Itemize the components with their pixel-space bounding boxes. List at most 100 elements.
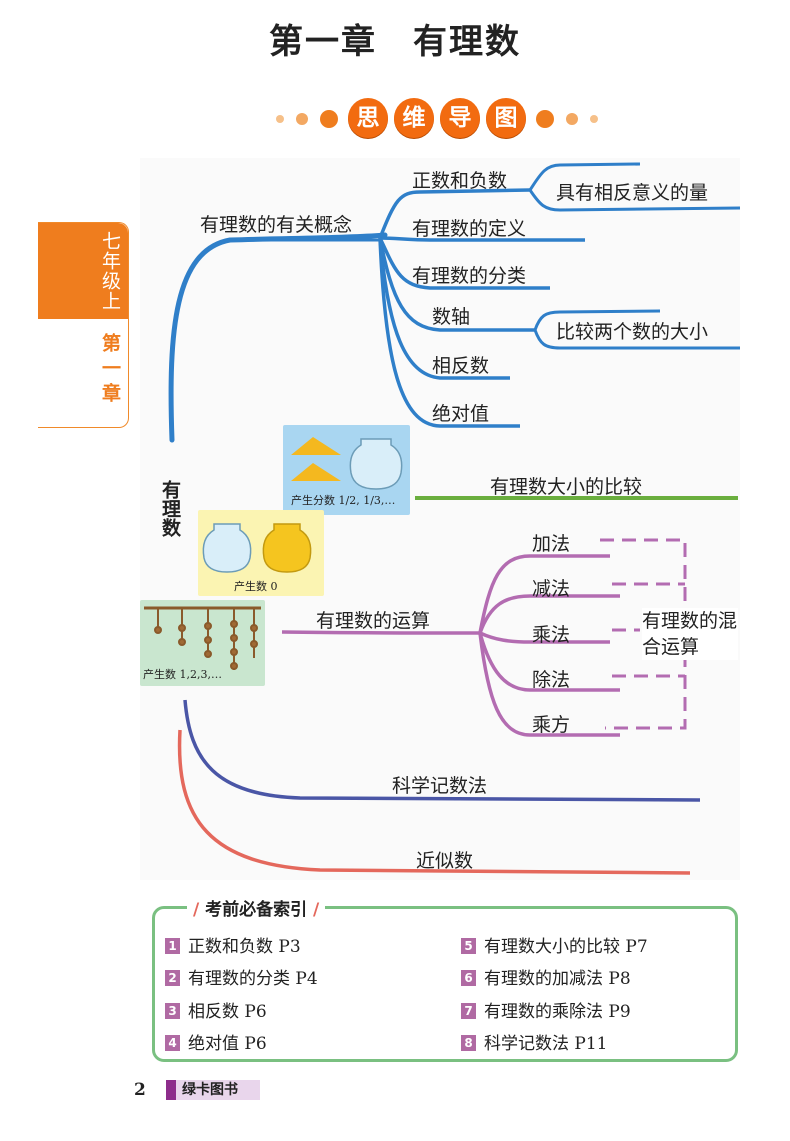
chapter-text: 第一章: [98, 333, 121, 408]
branch-ops: [281, 630, 481, 635]
natural-caption: 产生数 1,2,3,…: [143, 668, 222, 681]
grade-label: 七年级上: [94, 231, 124, 316]
zero-illustration: 产生数 0: [198, 510, 324, 596]
fraction-half: 1/2: [338, 494, 357, 507]
index-item-text: 正数和负数 P3: [188, 937, 301, 957]
index-number-badge: 1: [165, 938, 180, 954]
index-item-text: 有理数的加减法 P8: [484, 969, 631, 989]
index-number-badge: 4: [165, 1035, 180, 1051]
branch-note2-top: [533, 309, 661, 331]
fraction-illustration: 产生分数 1/2, 1/3,…: [283, 425, 410, 515]
label-number-axis: 数轴: [432, 306, 471, 328]
index-number-badge: 3: [165, 1003, 180, 1019]
fraction-caption-text: 产生分数: [291, 494, 335, 507]
banner-dot: [566, 113, 578, 125]
chapter-side-tab: 七年级上 第一章: [38, 222, 129, 428]
banner-dot: [276, 115, 284, 123]
branch-approx: [177, 729, 691, 875]
index-number-badge: 2: [165, 970, 180, 986]
label-classify: 有理数的分类: [412, 265, 527, 287]
mindmap-banner: 思 维 导 图: [270, 98, 615, 140]
label-compare-size: 比较两个数的大小: [556, 321, 709, 343]
branch-note1-top: [528, 162, 641, 191]
branch-axis: [378, 237, 535, 332]
banner-dot: [536, 110, 554, 128]
banner-dot: [590, 115, 598, 123]
slash-icon: /: [307, 900, 320, 920]
index-item: 8 科学记数法 P11: [461, 1029, 607, 1054]
index-number-badge: 7: [461, 1003, 476, 1019]
label-ops: 有理数的运算: [316, 610, 431, 632]
fraction-caption: 产生分数 1/2, 1/3,…: [291, 494, 396, 507]
index-item-text: 有理数大小的比较 P7: [484, 937, 648, 957]
branch-concepts: [168, 232, 388, 443]
publisher-brand: 绿卡图书: [166, 1080, 260, 1100]
label-opposite: 相反数: [432, 355, 490, 377]
branch-note2-bottom: [533, 329, 740, 350]
branch-pow: [478, 632, 620, 737]
index-item: 7 有理数的乘除法 P9: [461, 997, 631, 1022]
label-approx: 近似数: [416, 850, 474, 872]
label-add: 加法: [532, 533, 571, 555]
index-item: 6 有理数的加减法 P8: [461, 964, 631, 989]
knotted-rope-picture: [144, 606, 261, 670]
chapter-label: 第一章: [94, 333, 124, 413]
branch-div: [478, 632, 620, 692]
fraction-suffix: ,…: [380, 494, 396, 507]
banner-char: 导: [440, 98, 480, 138]
branch-sci: [183, 699, 701, 802]
fraction-third: 1/3: [363, 494, 381, 507]
index-item-text: 相反数 P6: [188, 1002, 267, 1022]
banner-dot: [320, 110, 338, 128]
branch-add: [478, 554, 610, 634]
grade-tab: 七年级上: [38, 223, 128, 319]
label-concepts: 有理数的有关概念: [200, 214, 353, 236]
grade-text: 七年级上: [98, 231, 121, 311]
index-item-text: 科学记数法 P11: [484, 1034, 608, 1054]
index-number-badge: 6: [461, 970, 476, 986]
empty-full-jars-picture: [202, 523, 312, 573]
brand-text: 绿卡图书: [182, 1082, 238, 1098]
zero-caption: 产生数 0: [234, 580, 278, 593]
branch-classify: [378, 237, 550, 290]
branch-absolute: [378, 237, 520, 428]
label-sub: 减法: [532, 578, 571, 600]
label-absolute: 绝对值: [432, 403, 490, 425]
banner-char: 维: [394, 98, 434, 138]
sand-jar-picture: [291, 437, 403, 490]
label-div: 除法: [532, 669, 571, 691]
label-pow: 乘方: [532, 714, 571, 736]
banner-char: 思: [348, 98, 388, 138]
index-item-text: 有理数的乘除法 P9: [484, 1002, 631, 1022]
branch-note1-bottom: [528, 189, 741, 212]
branch-definition: [379, 236, 585, 242]
label-mixed-ops: 有理数的混合运算: [642, 608, 738, 660]
exam-index-title-text: 考前必备索引: [205, 900, 308, 920]
branch-mul: [479, 631, 610, 644]
root-text: 有理数: [159, 480, 181, 537]
index-number-badge: 5: [461, 938, 476, 954]
branch-posneg: [378, 188, 531, 239]
slash-icon: /: [193, 900, 206, 920]
index-item: 3 相反数 P6: [165, 997, 267, 1022]
root-label: 有理数: [158, 480, 182, 543]
chapter-title: 第一章 有理数: [269, 22, 521, 62]
label-pos-neg: 正数和负数: [412, 170, 508, 192]
branch-sub: [478, 594, 620, 634]
index-item-text: 绝对值 P6: [188, 1034, 267, 1054]
exam-index-title: / 考前必备索引 /: [187, 895, 326, 920]
label-definition: 有理数的定义: [412, 218, 527, 240]
index-item: 1 正数和负数 P3: [165, 932, 301, 957]
index-number-badge: 8: [461, 1035, 476, 1051]
label-opposite-quantities: 具有相反意义的量: [556, 182, 709, 204]
label-compare: 有理数大小的比较: [490, 476, 643, 498]
label-mul: 乘法: [532, 624, 571, 646]
index-item: 2 有理数的分类 P4: [165, 964, 318, 989]
banner-dot: [296, 113, 308, 125]
index-item-text: 有理数的分类 P4: [188, 969, 318, 989]
index-item: 5 有理数大小的比较 P7: [461, 932, 648, 957]
natural-illustration: 产生数 1,2,3,…: [140, 600, 265, 686]
page-number: 2: [134, 1080, 146, 1100]
